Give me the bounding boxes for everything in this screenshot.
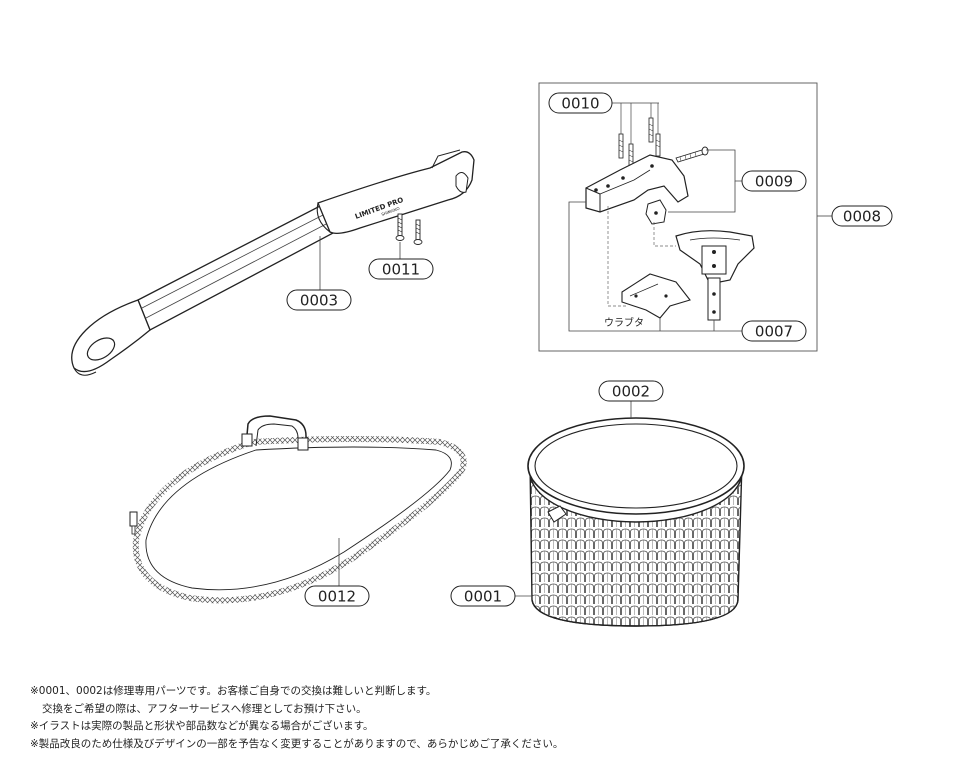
handle-part-0003: LIMITED PRO SHIMANO — [71, 149, 475, 376]
label-0002-text: 0002 — [612, 383, 650, 401]
bracket-assembly: ウラブタ — [568, 102, 755, 332]
label-0011[interactable]: 0011 — [368, 258, 434, 280]
back-cover-label: ウラブタ — [604, 316, 644, 329]
bolts-part-0010 — [612, 102, 661, 169]
label-0010[interactable]: 0010 — [548, 92, 613, 114]
label-0008[interactable]: 0008 — [831, 205, 893, 227]
label-0012[interactable]: 0012 — [304, 585, 370, 607]
label-0002[interactable]: 0002 — [598, 380, 664, 402]
note-line: ※イラストは実際の製品と形状や部品数などが異なる場合がございます。 — [30, 720, 374, 732]
label-0010-text: 0010 — [561, 95, 599, 113]
notes-section: ※0001、0002は修理専用パーツです。お客様ご自身での交換は難しいと判断しま… — [30, 683, 940, 753]
label-0003-text: 0003 — [300, 292, 338, 310]
parts-diagram: LIMITED PRO SHIMANO — [71, 82, 893, 627]
label-0009[interactable]: 0009 — [741, 170, 807, 192]
label-0009-text: 0009 — [755, 173, 793, 191]
label-0001-text: 0001 — [464, 588, 502, 606]
case-part-0012 — [129, 415, 467, 604]
note-line: ※0001、0002は修理専用パーツです。お客様ご自身での交換は難しいと判断しま… — [30, 685, 437, 697]
note-line: 交換をご希望の際は、アフターサービスへ修理としてお預け下さい。 — [42, 702, 367, 715]
label-0011-text: 0011 — [382, 261, 420, 279]
label-0007[interactable]: 0007 — [741, 320, 807, 342]
label-0001[interactable]: 0001 — [450, 585, 516, 607]
label-0008-text: 0008 — [843, 208, 881, 226]
label-0012-text: 0012 — [318, 588, 356, 606]
brand-maker-text: SHIMANO — [381, 206, 401, 217]
assembly-0008-frame — [538, 82, 818, 352]
note-line: ※製品改良のため仕様及びデザインの一部を予告なく変更することがありますので、あら… — [30, 737, 564, 750]
screws-part-0011 — [395, 213, 423, 259]
label-0003[interactable]: 0003 — [286, 289, 352, 311]
lid-frame-part-0002 — [527, 401, 745, 515]
label-0007-text: 0007 — [755, 323, 793, 341]
